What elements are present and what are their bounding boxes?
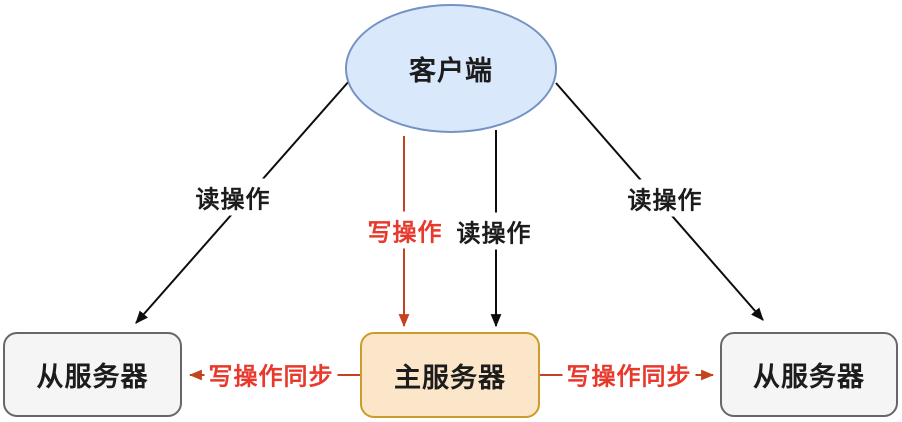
- client-node: 客户端: [345, 4, 557, 133]
- master-node-label: 主服务器: [394, 362, 506, 393]
- slave-right-node: 从服务器: [720, 332, 898, 417]
- client-node-label: 客户端: [409, 56, 493, 86]
- edge-label-write: 写操作: [363, 211, 447, 249]
- slave-left-node-label: 从服务器: [36, 362, 149, 392]
- slave-left-node: 从服务器: [3, 332, 182, 417]
- edge-label-sync-right: 写操作同步: [562, 355, 696, 393]
- edge-label-read-left: 读操作: [191, 178, 275, 216]
- master-node: 主服务器: [360, 332, 540, 418]
- edge-label-read-mid: 读操作: [452, 212, 536, 250]
- edge-label-read-right: 读操作: [623, 179, 707, 217]
- slave-right-node-label: 从服务器: [753, 362, 865, 392]
- edge-label-sync-left: 写操作同步: [204, 355, 338, 393]
